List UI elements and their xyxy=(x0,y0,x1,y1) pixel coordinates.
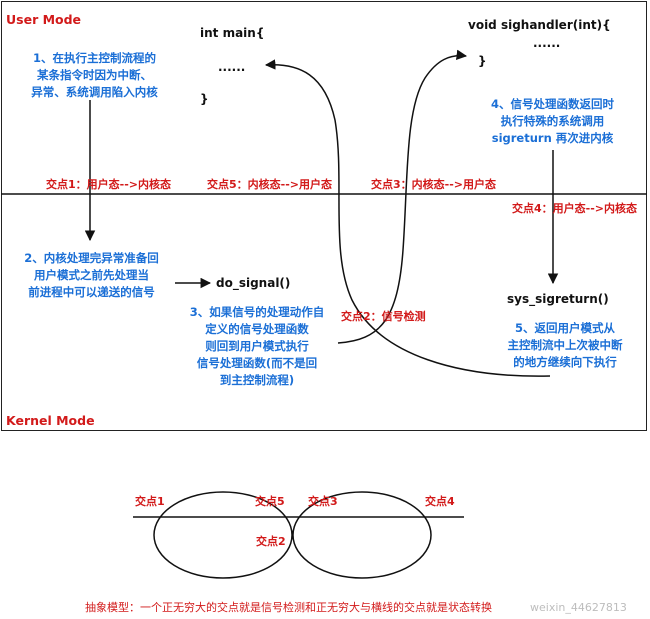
sys-sigreturn-label: sys_sigreturn() xyxy=(507,292,609,306)
handler-header: void sighandler(int){ xyxy=(468,18,611,32)
curve-return-to-main xyxy=(264,59,551,377)
crossing-2-label: 交点2：信号检测 xyxy=(341,310,426,323)
crossing-5-label: 交点5：内核态-->用户态 xyxy=(207,178,333,191)
abstract-right-loop xyxy=(292,491,432,579)
curve-to-sighandler xyxy=(337,49,468,344)
crossing-4-label: 交点4：用户态-->内核态 xyxy=(512,202,638,215)
abstract-left-loop xyxy=(153,491,293,579)
handler-body: ...... xyxy=(533,36,561,50)
crossing-1-label: 交点1：用户态-->内核态 xyxy=(46,178,172,191)
step-2-text: 2、内核处理完异常准备回用户模式之前先处理当前进程中可以递送的信号 xyxy=(24,251,159,299)
step-3-text: 3、如果信号的处理动作自定义的信号处理函数则回到用户模式执行信号处理函数(而不是… xyxy=(189,305,325,387)
abstract-caption: 抽象模型：一个正无穷大的交点就是信号检测和正无穷大与横线的交点就是状态转换 xyxy=(85,601,492,614)
abstract-point-4: 交点4 xyxy=(425,495,455,508)
abstract-point-2: 交点2 xyxy=(256,535,286,548)
main-body: ...... xyxy=(218,60,246,74)
handler-close: } xyxy=(478,54,487,68)
step-5-text: 5、返回用户模式从主控制流中上次被中断的地方继续向下执行 xyxy=(507,321,623,369)
do-signal-label: do_signal() xyxy=(216,276,291,290)
user-mode-label: User Mode xyxy=(6,12,82,27)
step-1-text: 1、在执行主控制流程的某条指令时因为中断、异常、系统调用陷入内核 xyxy=(31,51,158,99)
crossing-3-label: 交点3：内核态-->用户态 xyxy=(371,178,497,191)
main-close: } xyxy=(200,92,209,106)
kernel-mode-label: Kernel Mode xyxy=(6,413,95,428)
watermark: weixin_44627813 xyxy=(530,601,627,614)
diagram-frame xyxy=(1,1,647,431)
abstract-point-1: 交点1 xyxy=(135,495,165,508)
main-header: int main{ xyxy=(200,26,265,40)
abstract-point-3: 交点3 xyxy=(308,495,338,508)
abstract-point-5: 交点5 xyxy=(255,495,285,508)
